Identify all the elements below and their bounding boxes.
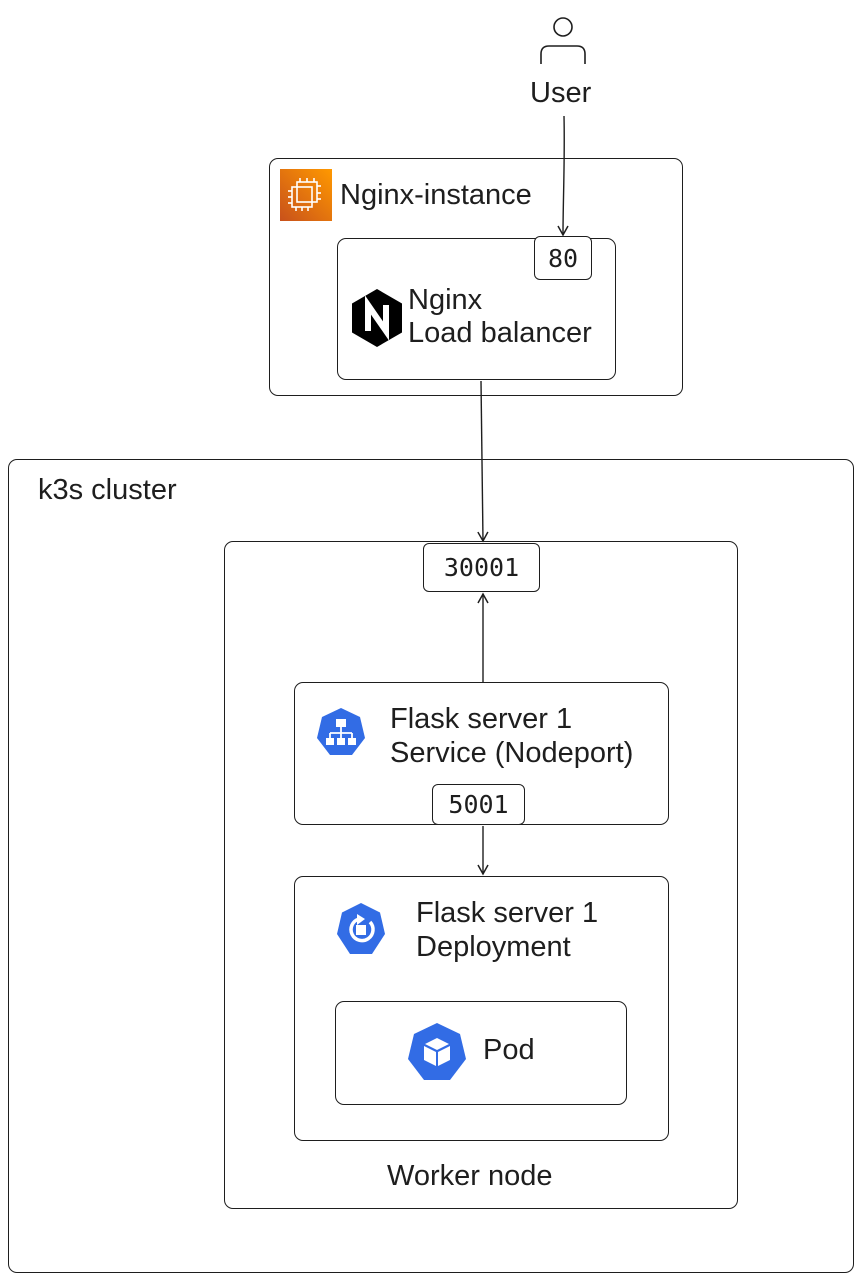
pod-label: Pod: [483, 1034, 535, 1066]
user-icon: [538, 14, 588, 66]
ec2-instance-icon: [280, 169, 332, 221]
kubernetes-service-icon: [316, 707, 366, 759]
nginx-label-line2: Load balancer: [408, 317, 592, 349]
kubernetes-deployment-icon: [336, 902, 386, 958]
deployment-label-line1: Flask server 1: [416, 897, 599, 929]
worker-node-label: Worker node: [387, 1160, 553, 1192]
k3s-cluster-title: k3s cluster: [38, 474, 177, 506]
nginx-logo-icon: [351, 288, 403, 348]
nginx-instance-title: Nginx-instance: [340, 179, 532, 211]
port-5001-badge: 5001: [432, 784, 525, 825]
pod-box: [335, 1001, 627, 1105]
node-port-30001-badge: 30001: [423, 543, 540, 592]
port-80-badge: 80: [534, 236, 592, 280]
user-label: User: [530, 77, 592, 109]
deployment-label-line2: Deployment: [416, 931, 571, 963]
nginx-label-line1: Nginx: [408, 284, 483, 316]
service-label-line1: Flask server 1: [390, 703, 573, 735]
service-label-line2: Service (Nodeport): [390, 737, 634, 769]
kubernetes-pod-icon: [407, 1022, 467, 1082]
